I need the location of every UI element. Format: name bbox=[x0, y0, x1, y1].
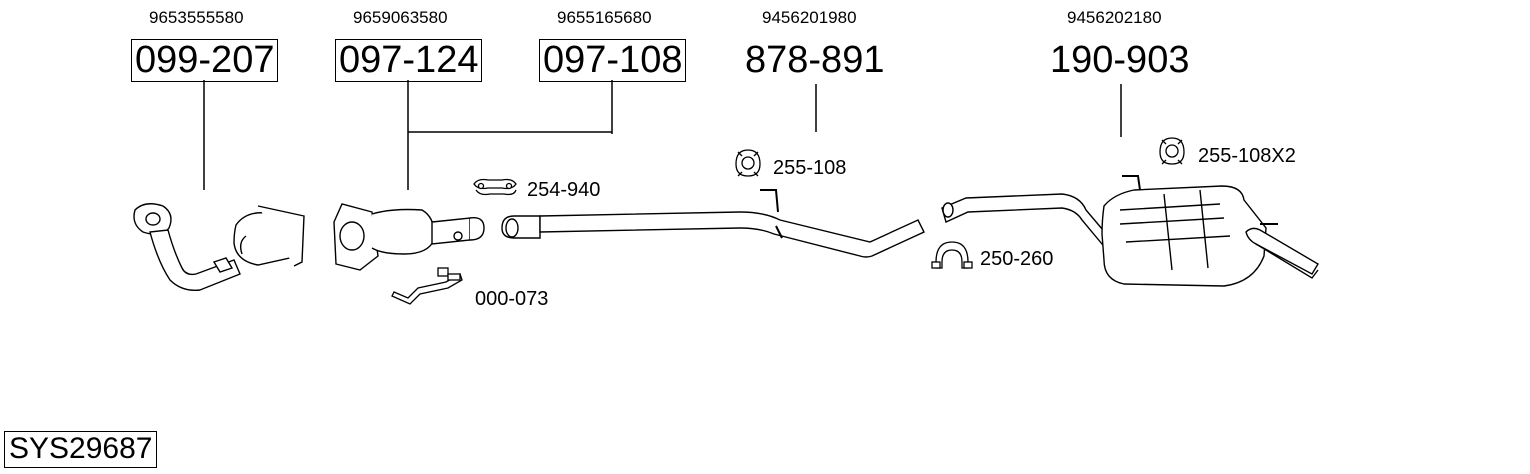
accessory-label-255-108x2[interactable]: 255-108X2 bbox=[1198, 145, 1296, 167]
sensor-pipe-icon bbox=[391, 267, 463, 305]
clamp-band-icon bbox=[473, 178, 517, 196]
accessory-label-250-260[interactable]: 250-260 bbox=[980, 248, 1054, 270]
accessory-label-254-940[interactable]: 254-940 bbox=[527, 179, 601, 201]
part-number-3[interactable]: 097-108 bbox=[539, 39, 687, 82]
part-number-5[interactable]: 190-903 bbox=[1050, 39, 1190, 81]
accessory-label-000-073[interactable]: 000-073 bbox=[475, 288, 549, 310]
part-number-1[interactable]: 099-207 bbox=[131, 39, 279, 82]
oe-number-1: 9653555580 bbox=[149, 8, 244, 27]
catalytic-converter-part bbox=[333, 203, 485, 271]
rubber-hanger-icon bbox=[735, 149, 761, 177]
intermediate-pipe-part bbox=[501, 189, 925, 258]
oe-number-2: 9659063580 bbox=[353, 8, 448, 27]
rear-silencer-part bbox=[941, 175, 1319, 287]
oe-number-4: 9456201980 bbox=[762, 8, 857, 27]
rubber-hanger-icon bbox=[1159, 137, 1185, 165]
u-clamp-icon bbox=[931, 241, 973, 269]
part-number-4[interactable]: 878-891 bbox=[745, 39, 885, 81]
system-code: SYS29687 bbox=[4, 431, 158, 468]
front-downpipe-part bbox=[133, 203, 305, 291]
oe-number-5: 9456202180 bbox=[1067, 8, 1162, 27]
oe-number-3: 9655165680 bbox=[557, 8, 652, 27]
accessory-label-255-108[interactable]: 255-108 bbox=[773, 157, 847, 179]
